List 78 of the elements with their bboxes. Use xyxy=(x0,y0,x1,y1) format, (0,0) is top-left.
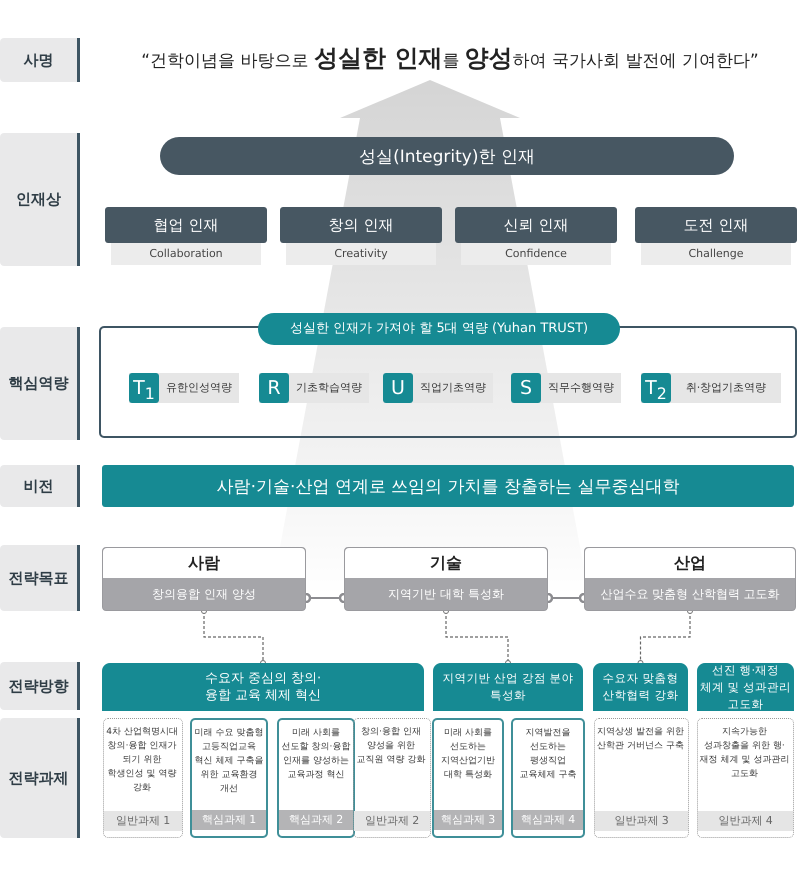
task-card xyxy=(511,718,585,838)
card-title: 신뢰 인재 xyxy=(455,207,617,243)
direction-banner: 수요자 맞춤형 산학협력 강화 xyxy=(593,663,688,711)
task-description: 지속가능한 성과창출을 위한 행·재정 체계 및 성과관리 고도화 xyxy=(699,726,790,781)
talent-card xyxy=(455,207,617,265)
competency-item xyxy=(383,373,493,403)
goal-subtitle: 산업수요 맞춤형 산학협력 고도화 xyxy=(599,586,781,603)
task-card xyxy=(432,718,504,838)
frame-heading: 성실한 인재가 가져야 할 5대 역량 (Yuhan TRUST) xyxy=(258,313,620,345)
row-label: 사명 xyxy=(0,38,80,82)
letter-badge: R xyxy=(259,373,289,403)
row-label: 전략과제 xyxy=(0,718,80,838)
letter-badge: T$_{1}$ xyxy=(129,373,159,403)
letter-badge: U xyxy=(383,373,413,403)
direction-banner: 수요자 중심의 창의·융합 교육 체제 혁신 xyxy=(102,663,424,711)
vision-banner: 사람·기술·산업 연계로 쓰임의 가치를 창출하는 실무중심대학 xyxy=(102,465,794,507)
competency-item xyxy=(129,373,239,403)
card-title: 협업 인재 xyxy=(105,207,267,243)
direction-banner: 지역기반 산업 강점 분야 특성화 xyxy=(433,663,583,711)
task-description: 미래 사회를 선도할 창의·융합 인재를 양성하는 교육과정 혁신 xyxy=(280,727,352,782)
letter-badge: S xyxy=(511,373,541,403)
task-tag: 핵심과제 3 xyxy=(434,810,502,830)
task-card xyxy=(103,718,183,838)
goal-title: 기술 xyxy=(345,548,547,578)
card-subtitle: Collaboration xyxy=(111,243,261,265)
goal-subtitle: 창의융합 인재 양성 xyxy=(151,586,257,603)
dashed-connector xyxy=(201,608,266,666)
competency-name: 취·창업기초역량 xyxy=(684,380,768,396)
row-label: 비전 xyxy=(0,465,80,507)
task-tag: 일반과제 1 xyxy=(104,811,182,831)
goal-card xyxy=(102,547,306,611)
competency-item xyxy=(511,373,621,403)
card-subtitle: Challenge xyxy=(641,243,791,265)
talent-card xyxy=(105,207,267,265)
task-tag: 핵심과제 1 xyxy=(192,810,266,830)
row-label: 전략방향 xyxy=(0,662,80,710)
goal-subtitle: 지역기반 대학 특성화 xyxy=(387,586,505,603)
task-card xyxy=(190,718,268,838)
goal-card xyxy=(584,547,796,611)
letter-badge: T$_{2}$ xyxy=(641,373,671,403)
card-title: 도전 인재 xyxy=(635,207,797,243)
task-description: 창의·융합 인재 양성을 위한 교직원 역량 강화 xyxy=(356,726,426,767)
competency-item xyxy=(259,373,369,403)
task-tag: 일반과제 4 xyxy=(698,811,793,831)
competency-name: 유한인성역량 xyxy=(165,380,233,396)
task-description: 미래 사회를 선도하는 지역산업기반 대학 특성화 xyxy=(440,727,496,782)
dashed-connector xyxy=(638,608,693,666)
task-tag: 일반과제 3 xyxy=(595,811,688,831)
task-description: 4차 산업혁명시대 창의·융합 인재가 되기 위한 학생인성 및 역량 강화 xyxy=(105,726,179,795)
task-card xyxy=(594,718,689,838)
goal-title: 사람 xyxy=(103,548,305,578)
task-tag: 핵심과제 2 xyxy=(279,810,353,830)
competency-name: 직무수행역량 xyxy=(547,380,615,396)
goal-card xyxy=(344,547,548,611)
competency-name: 기초학습역량 xyxy=(295,380,363,396)
task-description: 미래 수요 맞춤형 고등직업교육 혁신 체제 구축을 위한 교육환경 개선 xyxy=(194,727,264,796)
task-description: 지역발전을 선도하는 평생직업 교육체제 구축 xyxy=(518,727,578,782)
task-tag: 일반과제 2 xyxy=(354,811,430,831)
goal-title: 산업 xyxy=(585,548,795,578)
task-description: 지역상생 발전을 위한 산학관 거버넌스 구축 xyxy=(596,726,685,753)
header-pill: 성실(Integrity)한 인재 xyxy=(160,137,734,175)
task-card xyxy=(353,718,431,838)
task-tag: 핵심과제 4 xyxy=(513,810,583,830)
task-card xyxy=(697,718,794,838)
dashed-connector xyxy=(443,608,511,666)
row-label: 핵심역량 xyxy=(0,327,80,440)
direction-banner: 선진 행·재정 체계 및 성과관리 고도화 xyxy=(697,663,794,711)
mission-statement: “건학이념을 바탕으로 성실한 인재를 양성하여 국가사회 발전에 기여한다” xyxy=(140,43,760,74)
card-subtitle: Creativity xyxy=(286,243,436,265)
card-title: 창의 인재 xyxy=(280,207,442,243)
competency-name: 직업기초역량 xyxy=(419,380,487,396)
row-label: 전략목표 xyxy=(0,545,80,611)
talent-card xyxy=(635,207,797,265)
talent-card xyxy=(280,207,442,265)
card-subtitle: Confidence xyxy=(461,243,611,265)
competency-item xyxy=(641,373,781,403)
row-label: 인재상 xyxy=(0,133,80,266)
task-card xyxy=(277,718,355,838)
